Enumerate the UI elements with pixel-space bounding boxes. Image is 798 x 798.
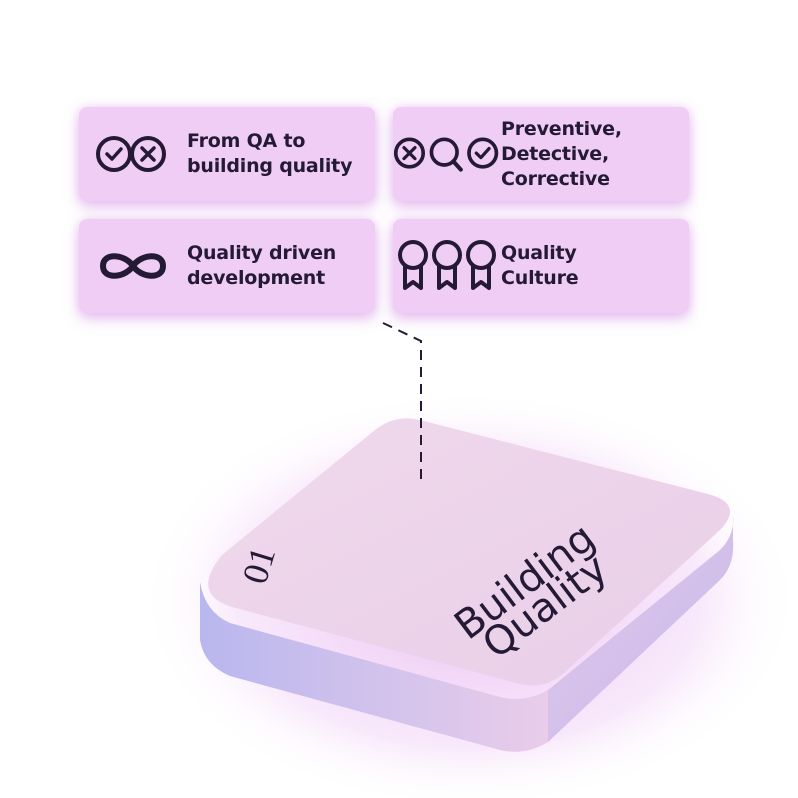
- check-x-circles-icon: [96, 136, 166, 172]
- card-label: Quality driven development: [187, 242, 337, 289]
- card-label: From QA to building quality: [187, 130, 353, 177]
- card-label: Preventive, Detective, Corrective: [501, 117, 622, 190]
- card-label: Quality Culture: [501, 242, 579, 289]
- block-top-face: [208, 418, 731, 686]
- award-ribbons-icon: [398, 240, 496, 290]
- block-side-right: [548, 515, 734, 742]
- x-magnify-check-icon: [393, 137, 499, 172]
- card-preventive: Preventive, Detective, Corrective: [393, 107, 689, 201]
- card-quality-driven: Quality driven development: [79, 219, 375, 313]
- card-quality-culture: Quality Culture: [393, 219, 689, 313]
- block-side-left: [200, 582, 548, 752]
- card-from-qa: From QA to building quality: [79, 107, 375, 201]
- connector-line: [382, 322, 422, 482]
- infinity-icon: [100, 253, 166, 279]
